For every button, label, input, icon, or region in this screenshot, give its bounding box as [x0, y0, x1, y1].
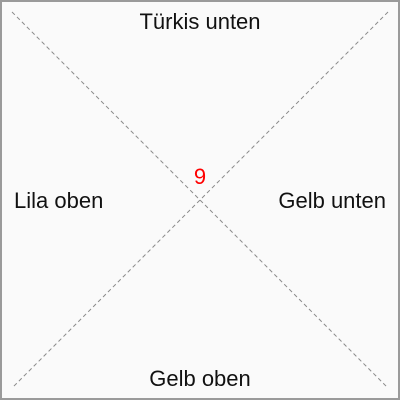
diagonal-line-down	[11, 11, 389, 389]
top-zone-label[interactable]: Türkis unten	[139, 9, 261, 34]
left-zone-label[interactable]: Lila oben	[14, 188, 104, 213]
bottom-zone-label[interactable]: Gelb oben	[149, 366, 251, 391]
right-zone-label[interactable]: Gelb unten	[278, 188, 386, 213]
center-number: 9	[193, 164, 207, 189]
diagonal-line-up	[11, 11, 389, 389]
